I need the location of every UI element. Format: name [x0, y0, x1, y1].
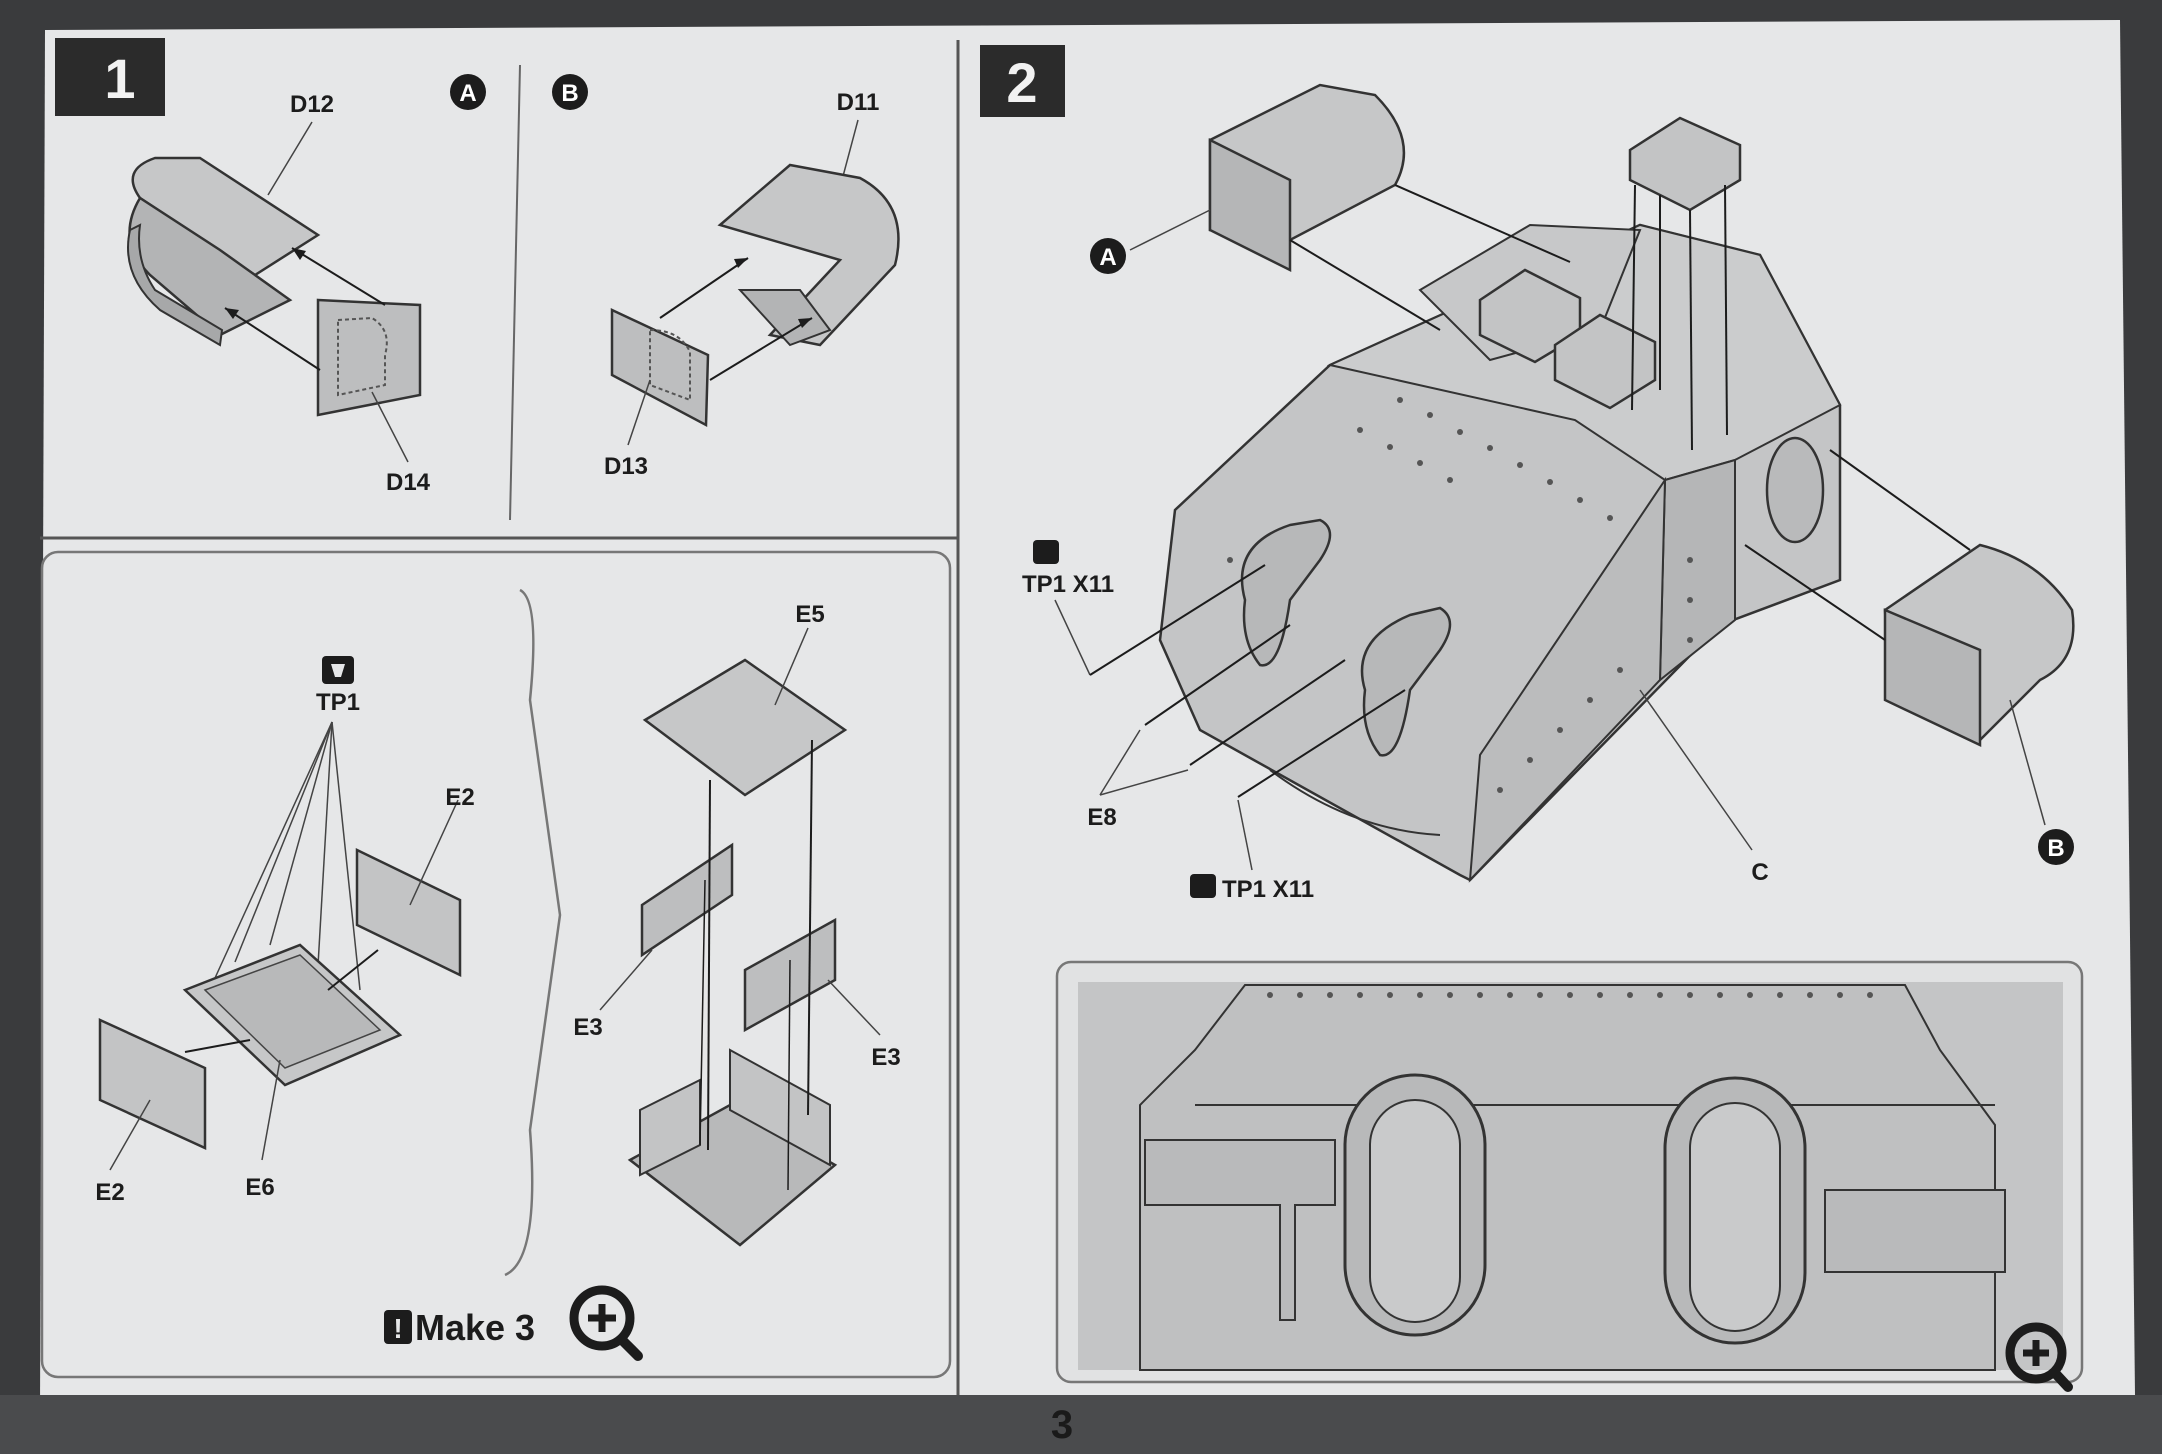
- stowage-boxes: [1478, 116, 1742, 451]
- step-1-badge: [55, 38, 165, 116]
- marker-b-badge: [552, 74, 588, 110]
- part-d11: D11: [837, 89, 880, 116]
- part-e2-front: E2: [95, 1179, 124, 1206]
- box-assembly-panel: TP1 E2 E2 E6 E5: [40, 550, 952, 1379]
- glue-note-bottom: TP1 X11: [1222, 876, 1314, 903]
- subassembly-b: B D11 D13: [552, 74, 900, 480]
- marker-2a: A: [1099, 244, 1116, 271]
- part-e2-front-shape: [98, 1018, 207, 1150]
- glue-tube-icon: [1190, 874, 1216, 898]
- part-d14: D14: [386, 469, 431, 496]
- step-2-panel: 2 C: [980, 45, 2084, 1392]
- svg-text:!: !: [393, 1313, 402, 1344]
- part-e3-right: E3: [871, 1044, 900, 1071]
- make-note: Make 3: [415, 1307, 535, 1348]
- page-number: 3: [1051, 1403, 1073, 1447]
- bottom-band: [0, 1395, 2162, 1454]
- zoom-in-icon: [569, 1285, 643, 1361]
- marker-2b-badge: [2038, 829, 2074, 865]
- detail-zoom-panel: [1055, 960, 2084, 1392]
- part-c: C: [1751, 859, 1768, 886]
- step-2-number: 2: [1006, 51, 1037, 114]
- part-e8: E8: [1087, 804, 1116, 831]
- warning-icon: [384, 1310, 412, 1344]
- marker-b: B: [561, 80, 578, 107]
- part-e5-shape: [642, 658, 848, 797]
- part-e5: E5: [795, 601, 824, 628]
- part-d11-shape: [717, 163, 900, 347]
- subassembly-a-placement: A: [1090, 83, 1571, 331]
- part-d13: D13: [604, 453, 648, 480]
- part-d12: D12: [290, 91, 334, 118]
- marker-a: A: [459, 80, 476, 107]
- subassembly-b-placement: B: [1744, 449, 2075, 865]
- part-d13-shape: [610, 308, 710, 428]
- glue-note-top: TP1 X11: [1022, 571, 1114, 598]
- part-d14-shape: [316, 298, 422, 417]
- glue-tube-icon: [1033, 540, 1059, 564]
- marker-a-badge: [450, 74, 486, 110]
- step-1-panel: 1 A D12 D14 B D11: [40, 38, 960, 1395]
- subassembly-a: A D12 D14: [127, 74, 486, 496]
- part-e2-side: E2: [445, 784, 474, 811]
- glue-label-tp1: TP1: [316, 689, 360, 716]
- step-1-number: 1: [104, 47, 135, 110]
- marker-2a-badge: [1090, 238, 1126, 274]
- part-e2-side-shape: [355, 848, 462, 977]
- part-e3-left: E3: [573, 1014, 602, 1041]
- zoom-in-icon: [2005, 1322, 2073, 1392]
- marker-2b: B: [2047, 835, 2064, 862]
- step-2-badge: [980, 45, 1065, 117]
- part-e6: E6: [245, 1174, 274, 1201]
